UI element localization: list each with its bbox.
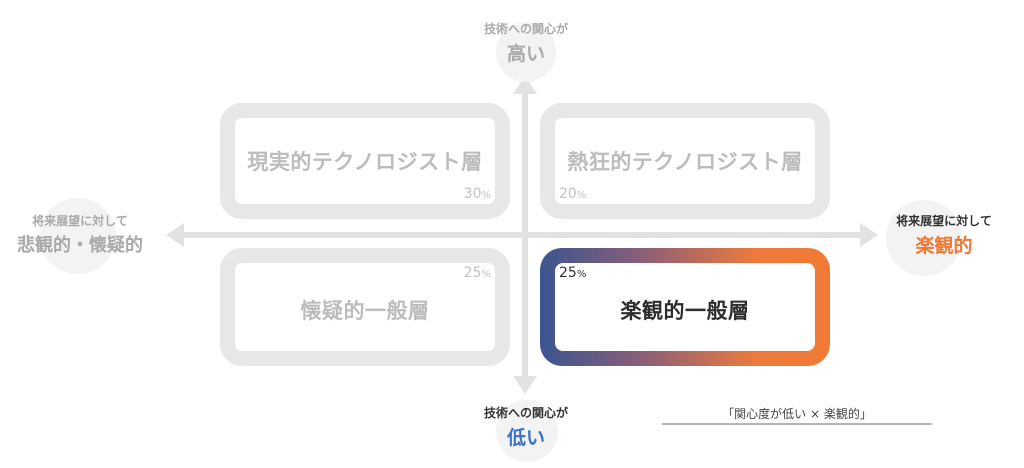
highlight-note: 「関心度が低い × 楽観的」 <box>722 407 872 421</box>
percent-unit: % <box>481 269 491 280</box>
bottom-pole-bubble <box>496 400 558 462</box>
vertical-axis <box>522 92 528 378</box>
arrow-down-icon <box>513 376 537 394</box>
quadrant-bottom-left-percent: 25% <box>464 265 491 281</box>
percent-value: 30 <box>463 186 482 202</box>
bottom-pole-label: 技術への関心が 低い <box>446 404 606 450</box>
left-pole-line1: 将来展望に対して <box>32 214 128 228</box>
top-pole-bubble <box>496 22 556 82</box>
quadrant-bottom-right: 25% 楽観的一般層 <box>540 248 830 366</box>
right-pole-label: 将来展望に対して 楽観的 <box>874 212 1014 258</box>
left-pole-label: 将来展望に対して 悲観的・懐疑的 <box>0 212 160 257</box>
percent-unit: % <box>481 190 491 201</box>
top-pole-line2: 高い <box>506 43 545 65</box>
quadrant-top-right-percent: 20% <box>559 186 586 202</box>
left-pole-bubble <box>40 198 116 274</box>
note-underline <box>662 423 932 425</box>
arrow-right-icon <box>860 223 878 247</box>
top-pole-label: 技術への関心が 高い <box>446 20 606 66</box>
percent-value: 20 <box>559 186 577 202</box>
quadrant-top-right: 熱狂的テクノロジスト層 20% <box>540 103 830 219</box>
left-pole-line2: 悲観的・懐疑的 <box>17 235 143 256</box>
percent-unit: % <box>576 269 587 280</box>
horizontal-axis <box>182 232 860 238</box>
quadrant-top-left: 現実的テクノロジスト層 30% <box>220 103 510 219</box>
right-pole-bubble <box>886 200 962 276</box>
quadrant-bottom-left-label: 懐疑的一般層 <box>300 299 430 323</box>
quadrant-top-left-label: 現実的テクノロジスト層 <box>247 150 483 174</box>
quadrant-top-left-percent: 30% <box>464 186 491 202</box>
percent-value: 25 <box>559 265 577 281</box>
bottom-pole-line2: 低い <box>506 427 545 449</box>
quadrant-bottom-right-inner: 25% 楽観的一般層 <box>555 263 815 351</box>
top-pole-line1: 技術への関心が <box>483 22 568 36</box>
percent-unit: % <box>576 190 587 201</box>
quadrant-bottom-left: 25% 懐疑的一般層 <box>220 248 510 366</box>
right-pole-line2: 楽観的 <box>915 235 973 257</box>
bottom-pole-line1: 技術への関心が <box>483 406 568 420</box>
quadrant-bottom-right-label: 楽観的一般層 <box>620 299 750 323</box>
right-pole-line1: 将来展望に対して <box>896 214 992 228</box>
quadrant-bottom-right-percent: 25% <box>559 265 586 281</box>
quadrant-top-right-label: 熱狂的テクノロジスト層 <box>567 150 803 174</box>
percent-value: 25 <box>463 265 482 281</box>
arrow-left-icon <box>166 223 184 247</box>
